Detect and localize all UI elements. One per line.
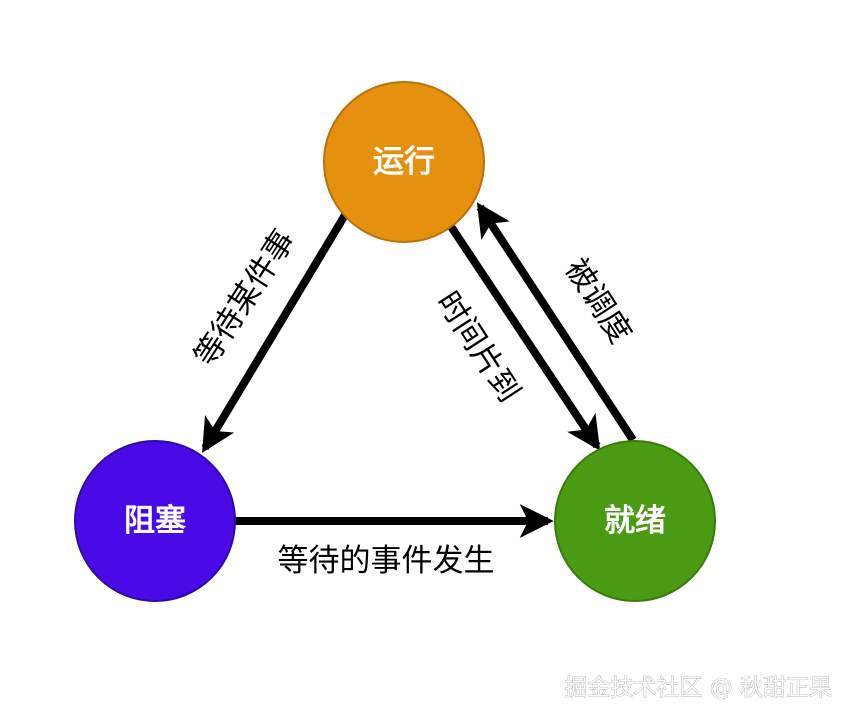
label-running-to-blocked: 等待某件事: [188, 223, 303, 373]
running-label: 运行: [373, 144, 435, 180]
label-blocked-to-ready: 等待的事件发生: [278, 543, 495, 579]
arrow-running-to-ready: [446, 222, 601, 451]
state-node-ready: 就绪: [554, 440, 716, 602]
ready-label: 就绪: [604, 503, 666, 539]
arrow-running-to-blocked: [201, 212, 349, 453]
arrow-ready-to-running: [476, 202, 637, 443]
label-ready-to-running: 被调度: [558, 252, 639, 350]
watermark-text: 掘金技术社区 @ 秋甜正果: [564, 675, 832, 701]
state-node-running: 运行: [323, 81, 485, 243]
running-circle: [323, 81, 485, 243]
blocked-label: 阻塞: [124, 503, 186, 539]
state-node-blocked: 阻塞: [74, 440, 236, 602]
ready-circle: [554, 440, 716, 602]
blocked-circle: [74, 440, 236, 602]
label-running-to-ready: 时间片到: [429, 285, 527, 409]
